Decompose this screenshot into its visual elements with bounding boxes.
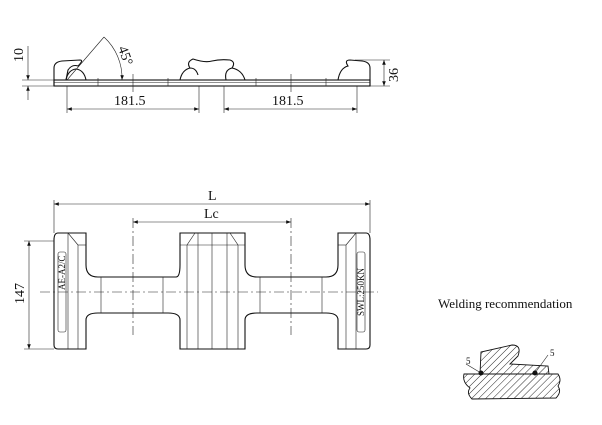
angle-dim: 45° — [114, 44, 135, 68]
height-dim-right: 36 — [387, 68, 402, 82]
height-dim-left: 10 — [12, 48, 27, 62]
marking-left: AE-A2/C — [57, 256, 67, 291]
weld-size-left: 5 — [466, 356, 471, 366]
weld-detail: 5 5 — [463, 344, 561, 400]
middle-lug — [179, 58, 246, 81]
center-length-dim: Lc — [204, 207, 219, 222]
welding-title: Welding recommendation — [438, 296, 573, 311]
pitch-dim-left: 181.5 — [114, 94, 146, 109]
right-lug — [337, 59, 371, 86]
width-dim: 147 — [13, 283, 28, 304]
left-lug — [53, 59, 83, 86]
side-view: 45° 10 36 181.5 181.5 — [12, 36, 402, 113]
base-plate — [53, 79, 371, 87]
plan-view: AE-A2/C SWL:250KN L Lc 147 — [13, 189, 378, 350]
weld-size-right: 5 — [550, 348, 555, 358]
plan-outline — [53, 232, 371, 350]
pitch-dim-right: 181.5 — [272, 94, 304, 109]
total-length-dim: L — [208, 189, 217, 204]
